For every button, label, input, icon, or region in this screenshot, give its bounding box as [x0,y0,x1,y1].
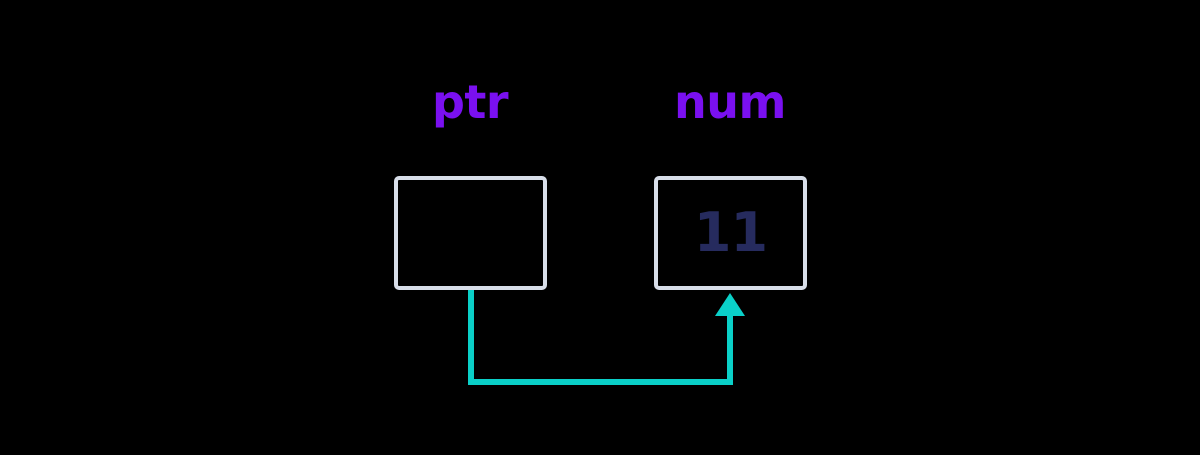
memory-box-ptr [394,176,547,290]
variable-label-num: num [674,75,786,129]
pointer-arrow-path [468,290,733,385]
memory-box-num: 11 [654,176,807,290]
variable-label-ptr: ptr [431,75,509,129]
pointer-arrowhead-icon [715,293,745,316]
memory-box-num-value: 11 [693,201,768,264]
